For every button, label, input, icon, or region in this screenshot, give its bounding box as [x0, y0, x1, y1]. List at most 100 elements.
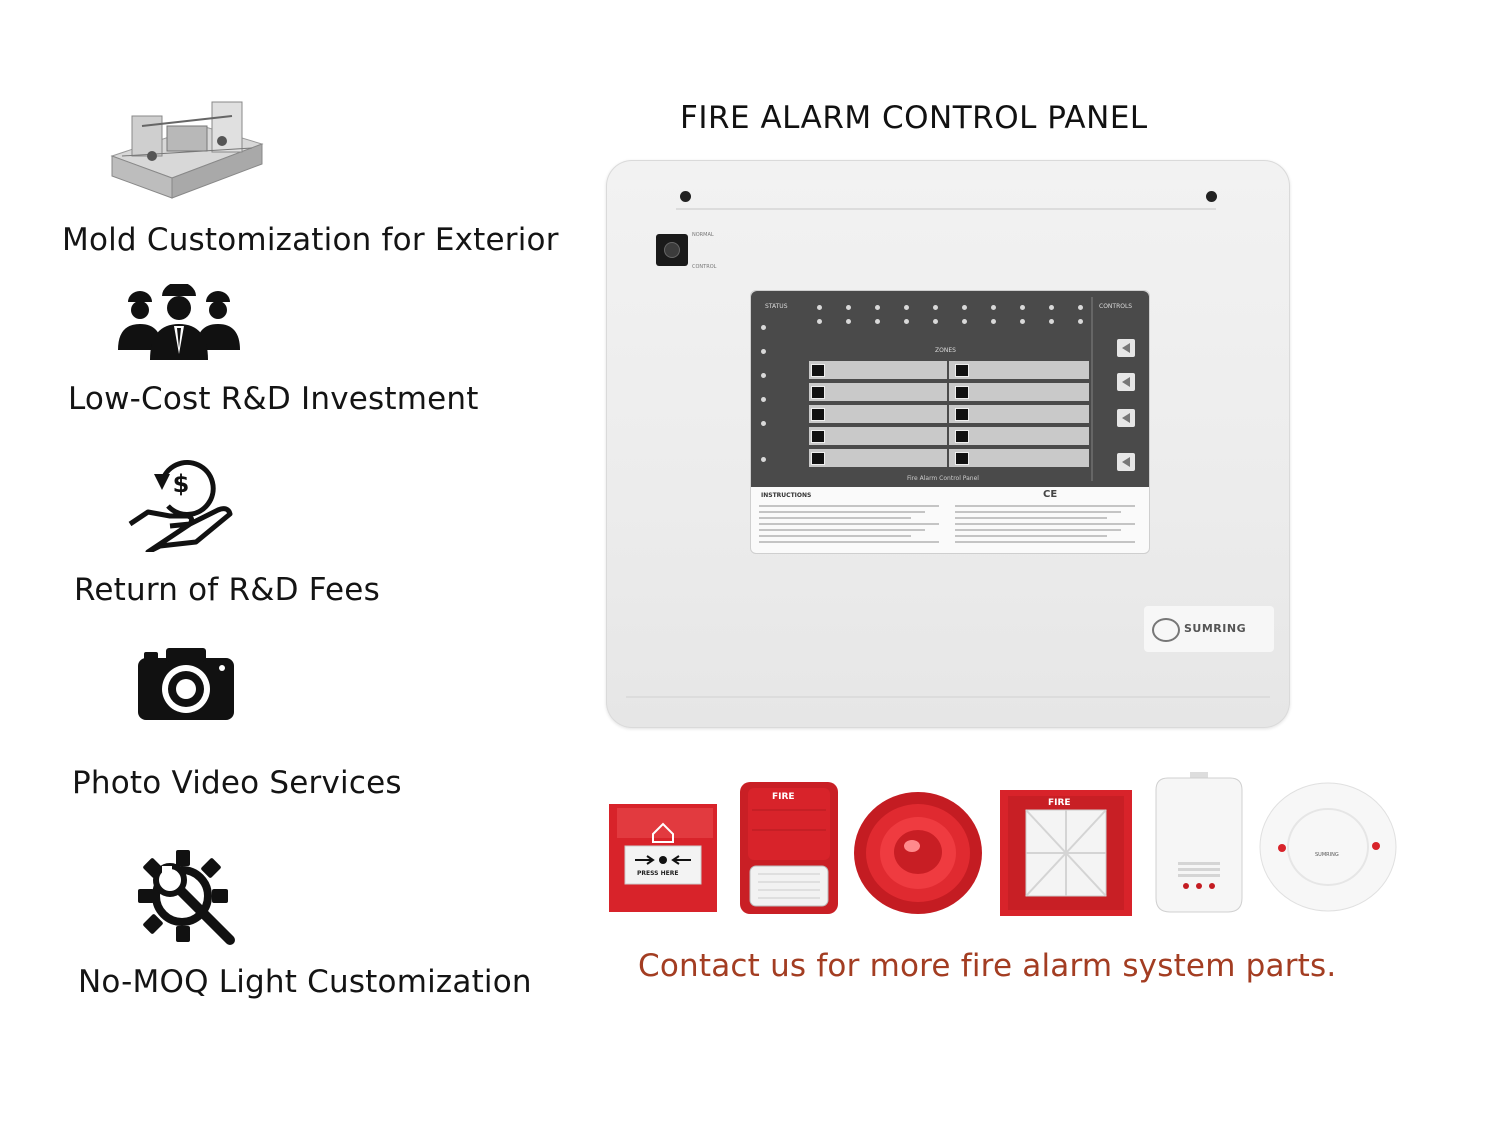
- instruction-line: [955, 529, 1121, 531]
- instruction-line: [759, 535, 911, 537]
- panel-screw-left: [680, 191, 691, 202]
- panel-screw-right: [1206, 191, 1217, 202]
- page-title: FIRE ALARM CONTROL PANEL: [680, 100, 1148, 136]
- zone-led: [1049, 305, 1054, 310]
- instruction-line: [955, 541, 1135, 543]
- brand-logo-icon: [1152, 618, 1180, 642]
- zone-number-7: [955, 386, 969, 399]
- engineers-team-icon: [114, 282, 244, 360]
- instruction-line: [955, 517, 1107, 519]
- control-button-4[interactable]: [1117, 453, 1135, 471]
- zone-row: [809, 361, 1089, 379]
- control-button-2[interactable]: [1117, 373, 1135, 391]
- zone-led: [933, 305, 938, 310]
- feature-label-mold: Mold Customization for Exterior: [62, 222, 559, 258]
- status-led: [761, 397, 766, 402]
- svg-text:$: $: [173, 470, 190, 498]
- zone-led: [1020, 319, 1025, 324]
- zone-number-2: [811, 386, 825, 399]
- zone-row: [809, 405, 1089, 423]
- machinery-icon: [92, 96, 272, 206]
- control-button-3[interactable]: [1117, 409, 1135, 427]
- zone-row: [809, 427, 1089, 445]
- zone-led: [904, 319, 909, 324]
- zone-row: [809, 449, 1089, 467]
- product-strobe-horn: FIRE: [738, 780, 840, 916]
- feature-label-return-fees: Return of R&D Fees: [74, 572, 380, 608]
- brand-badge: SUMRING: [1144, 606, 1274, 652]
- key-label-top: NORMAL: [692, 232, 714, 238]
- status-led: [761, 421, 766, 426]
- zone-led: [1078, 305, 1083, 310]
- zone-led: [933, 319, 938, 324]
- zone-led: [846, 319, 851, 324]
- zone-number-1: [811, 364, 825, 377]
- manual-call-point-label: PRESS HERE: [637, 870, 679, 877]
- status-led: [761, 349, 766, 354]
- instruction-line: [955, 505, 1135, 507]
- instructions-label: INSTRUCTIONS: [761, 492, 812, 499]
- zones-label: ZONES: [935, 347, 956, 354]
- zone-led: [962, 319, 967, 324]
- zone-led: [962, 305, 967, 310]
- instruction-line: [759, 541, 939, 543]
- camera-icon: [136, 644, 236, 722]
- status-led: [761, 457, 766, 462]
- panel-bottom-groove: [626, 696, 1270, 698]
- feature-label-photo-video: Photo Video Services: [72, 765, 402, 801]
- strobe-horn-label: FIRE: [772, 792, 795, 802]
- square-strobe-label: FIRE: [1048, 798, 1071, 808]
- zone-number-9: [955, 430, 969, 443]
- instruction-line: [759, 505, 939, 507]
- zone-number-10: [955, 452, 969, 465]
- controls-divider: [1091, 297, 1093, 481]
- zone-led: [875, 305, 880, 310]
- status-label: STATUS: [765, 303, 788, 310]
- zone-led: [875, 319, 880, 324]
- status-led: [761, 373, 766, 378]
- product-square-strobe: FIRE: [998, 788, 1134, 918]
- key-label-bottom: CONTROL: [692, 264, 717, 270]
- instruction-line: [759, 523, 939, 525]
- gear-wrench-icon: [134, 844, 238, 948]
- zone-led: [1049, 319, 1054, 324]
- zone-divider: [947, 361, 949, 467]
- zone-number-4: [811, 430, 825, 443]
- zone-led: [991, 319, 996, 324]
- product-manual-call-point: PRESS HERE: [607, 802, 719, 914]
- panel-display: STATUS CONTROLS ZONES: [750, 290, 1150, 554]
- zone-number-3: [811, 408, 825, 421]
- zone-led: [991, 305, 996, 310]
- panel-top-groove: [676, 208, 1216, 210]
- status-led: [761, 325, 766, 330]
- display-caption: Fire Alarm Control Panel: [907, 475, 979, 482]
- zone-led: [817, 305, 822, 310]
- zone-led: [817, 319, 822, 324]
- instruction-line: [955, 535, 1107, 537]
- zone-number-6: [955, 364, 969, 377]
- zone-led: [904, 305, 909, 310]
- zone-led: [846, 305, 851, 310]
- ce-mark: CE: [1043, 489, 1058, 500]
- controls-label: CONTROLS: [1099, 303, 1133, 310]
- feature-label-no-moq: No-MOQ Light Customization: [78, 964, 532, 1000]
- zone-number-8: [955, 408, 969, 421]
- contact-text: Contact us for more fire alarm system pa…: [638, 948, 1337, 984]
- brand-name: SUMRING: [1184, 622, 1247, 635]
- key-switch[interactable]: [656, 234, 688, 266]
- fire-alarm-control-panel: NORMAL CONTROL STATUS CONTROLS ZONES: [606, 160, 1290, 728]
- instruction-line: [759, 511, 925, 513]
- zone-led: [1020, 305, 1025, 310]
- feature-label-low-cost: Low-Cost R&D Investment: [68, 381, 479, 417]
- product-gas-detector: [1150, 770, 1248, 916]
- instruction-line: [759, 517, 911, 519]
- panel-display-dark: STATUS CONTROLS ZONES: [751, 291, 1149, 487]
- smoke-detector-label: SUMRING: [1315, 852, 1339, 858]
- instruction-line: [759, 529, 925, 531]
- instruction-line: [955, 523, 1135, 525]
- product-alarm-bell: [852, 790, 984, 916]
- control-button-1[interactable]: [1117, 339, 1135, 357]
- instruction-line: [955, 511, 1121, 513]
- product-smoke-detector: SUMRING: [1258, 780, 1398, 914]
- zone-led: [1078, 319, 1083, 324]
